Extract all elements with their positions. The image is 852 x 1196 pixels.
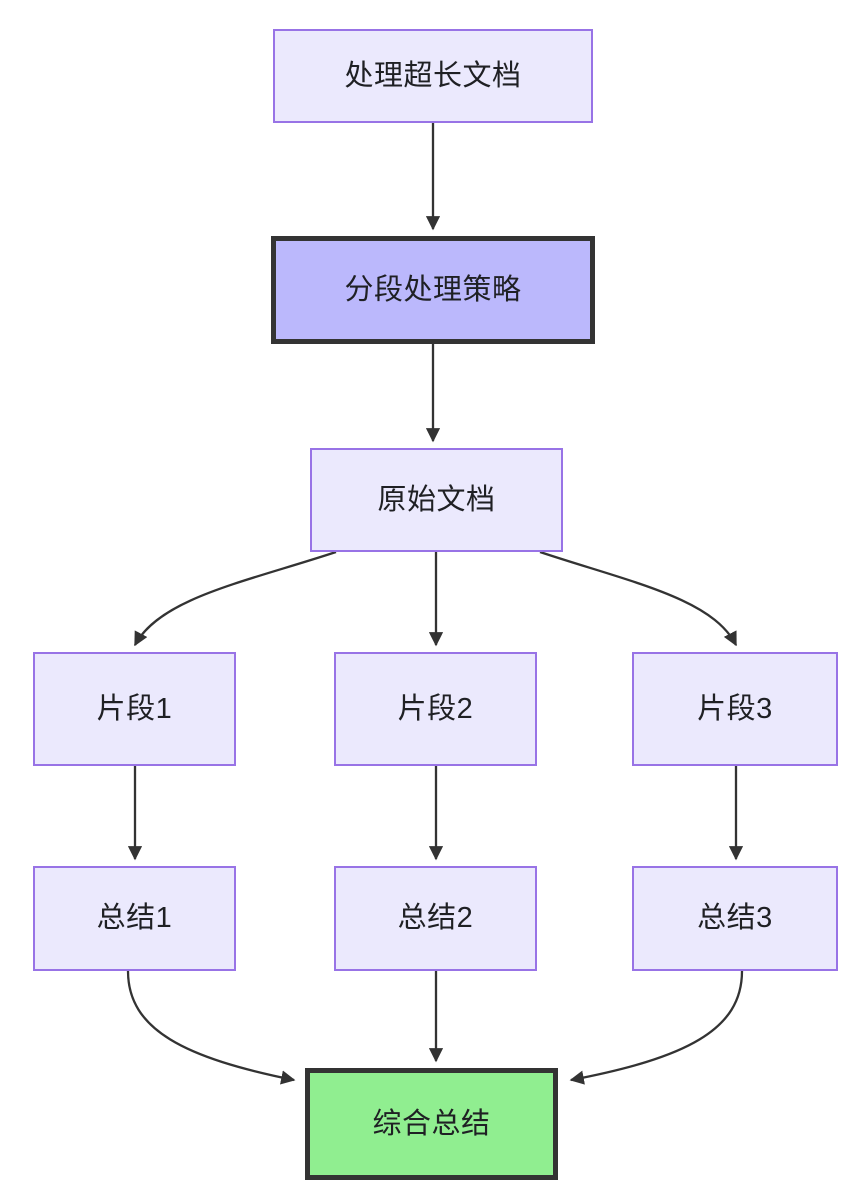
- node-summary-2[interactable]: 总结2: [334, 866, 537, 971]
- node-label: 处理超长文档: [344, 59, 522, 92]
- node-label: 片段2: [397, 692, 474, 725]
- node-label: 分段处理策略: [344, 273, 522, 306]
- node-fragment-3[interactable]: 片段3: [632, 652, 838, 766]
- node-label: 总结2: [397, 902, 474, 935]
- node-fragment-1[interactable]: 片段1: [33, 652, 236, 766]
- edge-n7-n10: [126, 970, 296, 1085]
- node-summary-1[interactable]: 总结1: [33, 866, 236, 971]
- node-label: 原始文档: [377, 483, 496, 516]
- node-original-document[interactable]: 原始文档: [310, 448, 563, 552]
- edge-n3-n6: [539, 550, 738, 647]
- node-label: 综合总结: [372, 1107, 491, 1140]
- node-comprehensive-summary[interactable]: 综合总结: [305, 1068, 558, 1180]
- node-label: 片段1: [96, 692, 173, 725]
- node-process-long-document[interactable]: 处理超长文档: [273, 29, 593, 123]
- node-label: 片段3: [697, 692, 773, 725]
- edge-n9-n10: [569, 970, 744, 1085]
- node-chunking-strategy[interactable]: 分段处理策略: [271, 236, 595, 344]
- node-summary-3[interactable]: 总结3: [632, 866, 838, 971]
- node-label: 总结3: [697, 902, 773, 935]
- edge-n3-n4: [133, 550, 337, 647]
- node-fragment-2[interactable]: 片段2: [334, 652, 537, 766]
- node-label: 总结1: [96, 902, 173, 935]
